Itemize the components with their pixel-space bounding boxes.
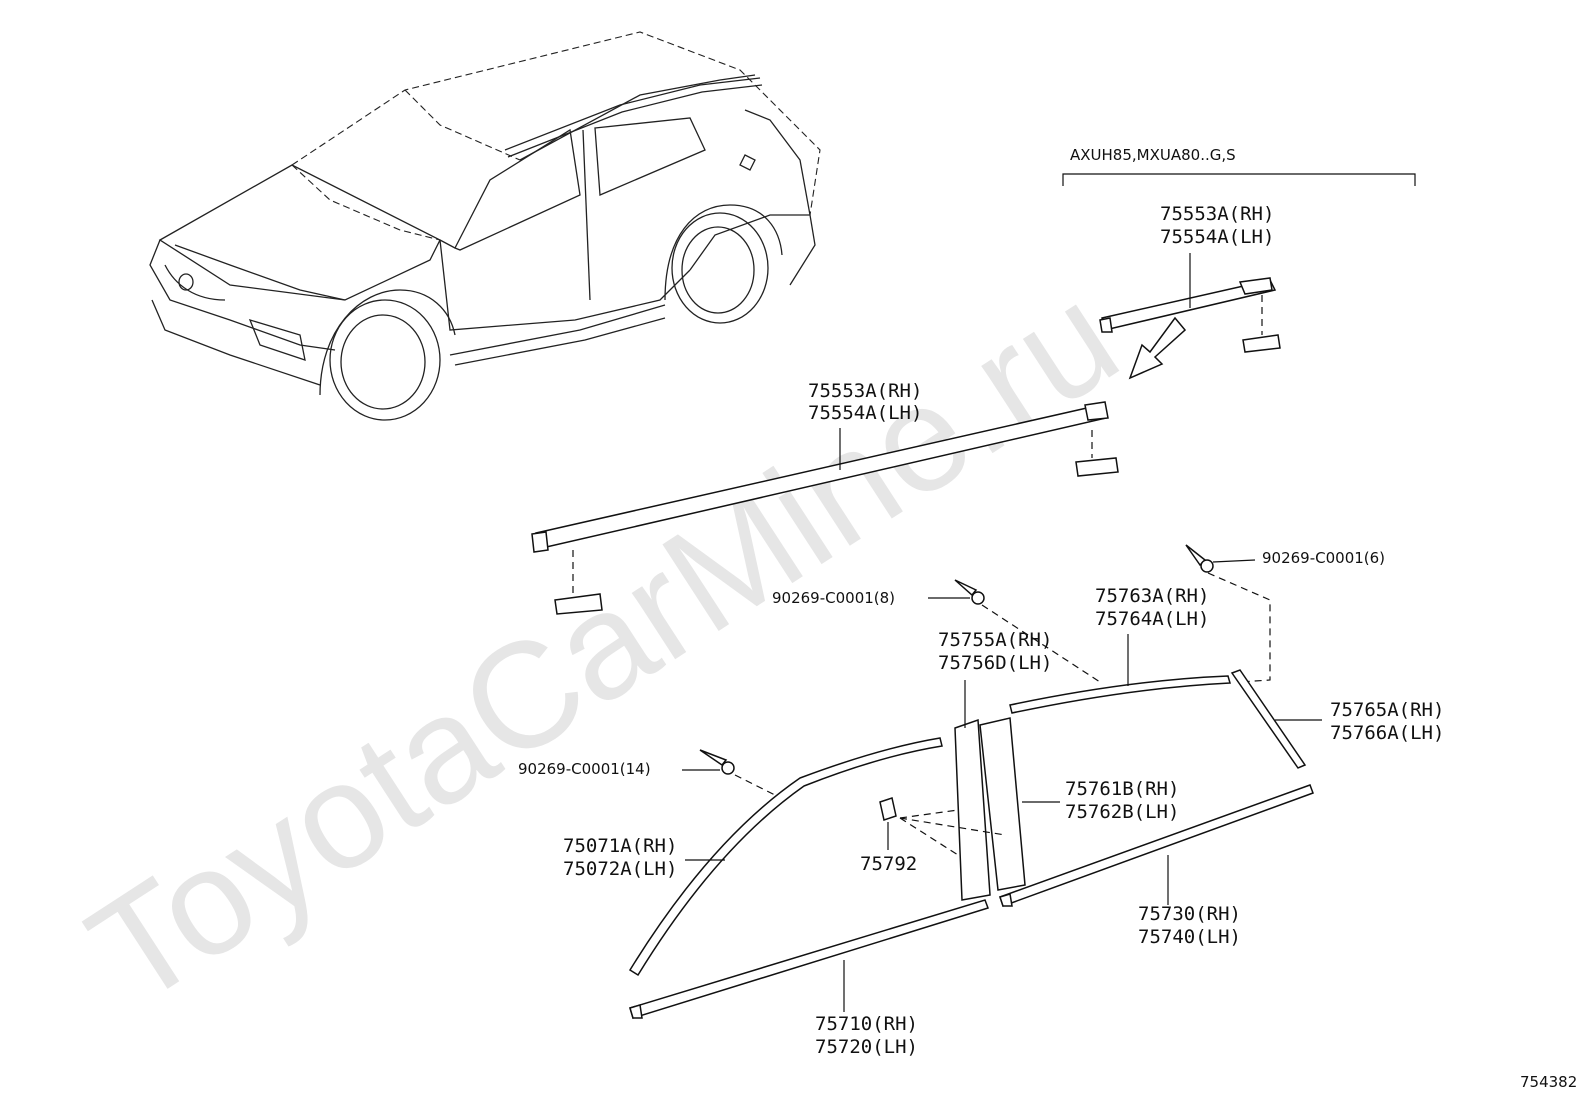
clip-6-part bbox=[1185, 544, 1214, 573]
label-clip-8: 90269-C0001(8) bbox=[772, 589, 895, 607]
label-front-upper-rh: 75071A(RH) bbox=[563, 835, 677, 857]
rear-side-molding-part bbox=[1230, 669, 1307, 769]
roof-rail-upper-part bbox=[1099, 277, 1281, 353]
clip-8-part bbox=[954, 579, 985, 605]
front-pillar-garnish-part bbox=[954, 718, 991, 901]
variant-bracket bbox=[1062, 173, 1416, 186]
label-pillar-front-rh: 75755A(RH) bbox=[938, 629, 1052, 651]
label-rear-upper-lh: 75764A(LH) bbox=[1095, 608, 1209, 630]
roof-rail-lower-part bbox=[531, 401, 1119, 615]
label-roof-rail-lower-lh: 75554A(LH) bbox=[808, 402, 922, 424]
label-rear-belt-lh: 75740(LH) bbox=[1138, 926, 1241, 948]
label-front-belt-lh: 75720(LH) bbox=[815, 1036, 918, 1058]
label-rear-upper-rh: 75763A(RH) bbox=[1095, 585, 1209, 607]
label-roof-rail-upper-rh: 75553A(RH) bbox=[1160, 203, 1274, 225]
label-roof-rail-lower-rh: 75553A(RH) bbox=[808, 380, 922, 402]
plug-part bbox=[879, 797, 897, 821]
label-rear-belt-rh: 75730(RH) bbox=[1138, 903, 1241, 925]
vehicle-illustration bbox=[149, 31, 821, 421]
label-pillar-rear-lh: 75762B(LH) bbox=[1065, 801, 1179, 823]
label-rear-side-rh: 75765A(RH) bbox=[1330, 699, 1444, 721]
label-front-belt-rh: 75710(RH) bbox=[815, 1013, 918, 1035]
rear-upper-molding-part bbox=[1009, 675, 1231, 714]
label-front-upper-lh: 75072A(LH) bbox=[563, 858, 677, 880]
diagram-number: 754382 bbox=[1520, 1073, 1577, 1091]
front-upper-molding-part bbox=[628, 737, 943, 977]
direction-arrow bbox=[1128, 316, 1187, 380]
front-belt-molding-part bbox=[629, 899, 989, 1019]
label-rear-side-lh: 75766A(LH) bbox=[1330, 722, 1444, 744]
label-clip-6: 90269-C0001(6) bbox=[1262, 549, 1385, 567]
label-clip-14: 90269-C0001(14) bbox=[518, 760, 651, 778]
variant-note: AXUH85,MXUA80..G,S bbox=[1070, 146, 1236, 164]
label-plug: 75792 bbox=[860, 853, 917, 875]
rear-pillar-garnish-part bbox=[979, 717, 1026, 891]
clip-14-part bbox=[699, 749, 735, 775]
label-pillar-rear-rh: 75761B(RH) bbox=[1065, 778, 1179, 800]
label-roof-rail-upper-lh: 75554A(LH) bbox=[1160, 226, 1274, 248]
label-pillar-front-lh: 75756D(LH) bbox=[938, 652, 1052, 674]
